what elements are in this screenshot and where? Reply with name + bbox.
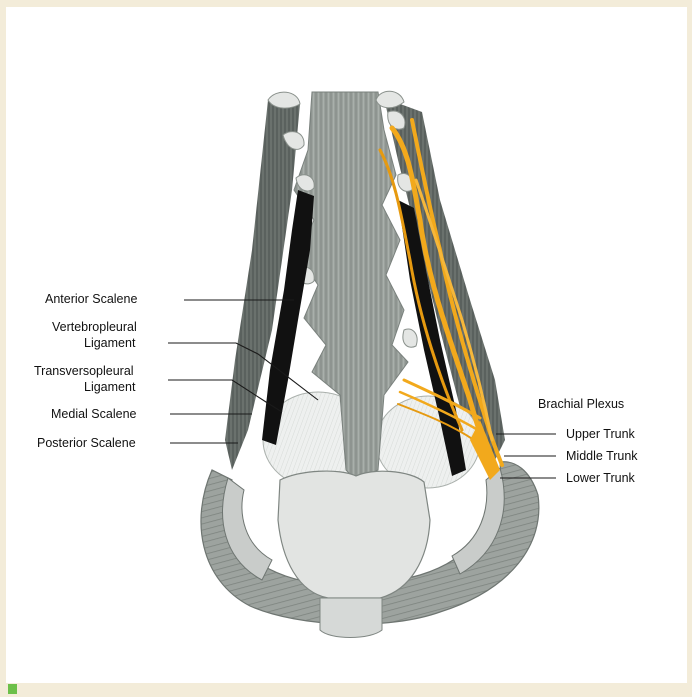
label-anterior-scalene: Anterior Scalene [45, 292, 137, 306]
label-medial-scalene: Medial Scalene [51, 407, 137, 421]
label-vertebropleural-line2: Ligament [84, 336, 136, 350]
label-upper-trunk: Upper Trunk [566, 427, 636, 441]
leader-transversopleural-ligament [168, 380, 282, 412]
label-brachial-plexus: Brachial Plexus [538, 397, 624, 411]
label-transversopleural-line1: Transversopleural [34, 364, 134, 378]
label-middle-trunk: Middle Trunk [566, 449, 638, 463]
label-vertebropleural-line1: Vertebropleural [52, 320, 137, 334]
label-posterior-scalene: Posterior Scalene [37, 436, 136, 450]
label-lower-trunk: Lower Trunk [566, 471, 636, 485]
label-transversopleural-line2: Ligament [84, 380, 136, 394]
